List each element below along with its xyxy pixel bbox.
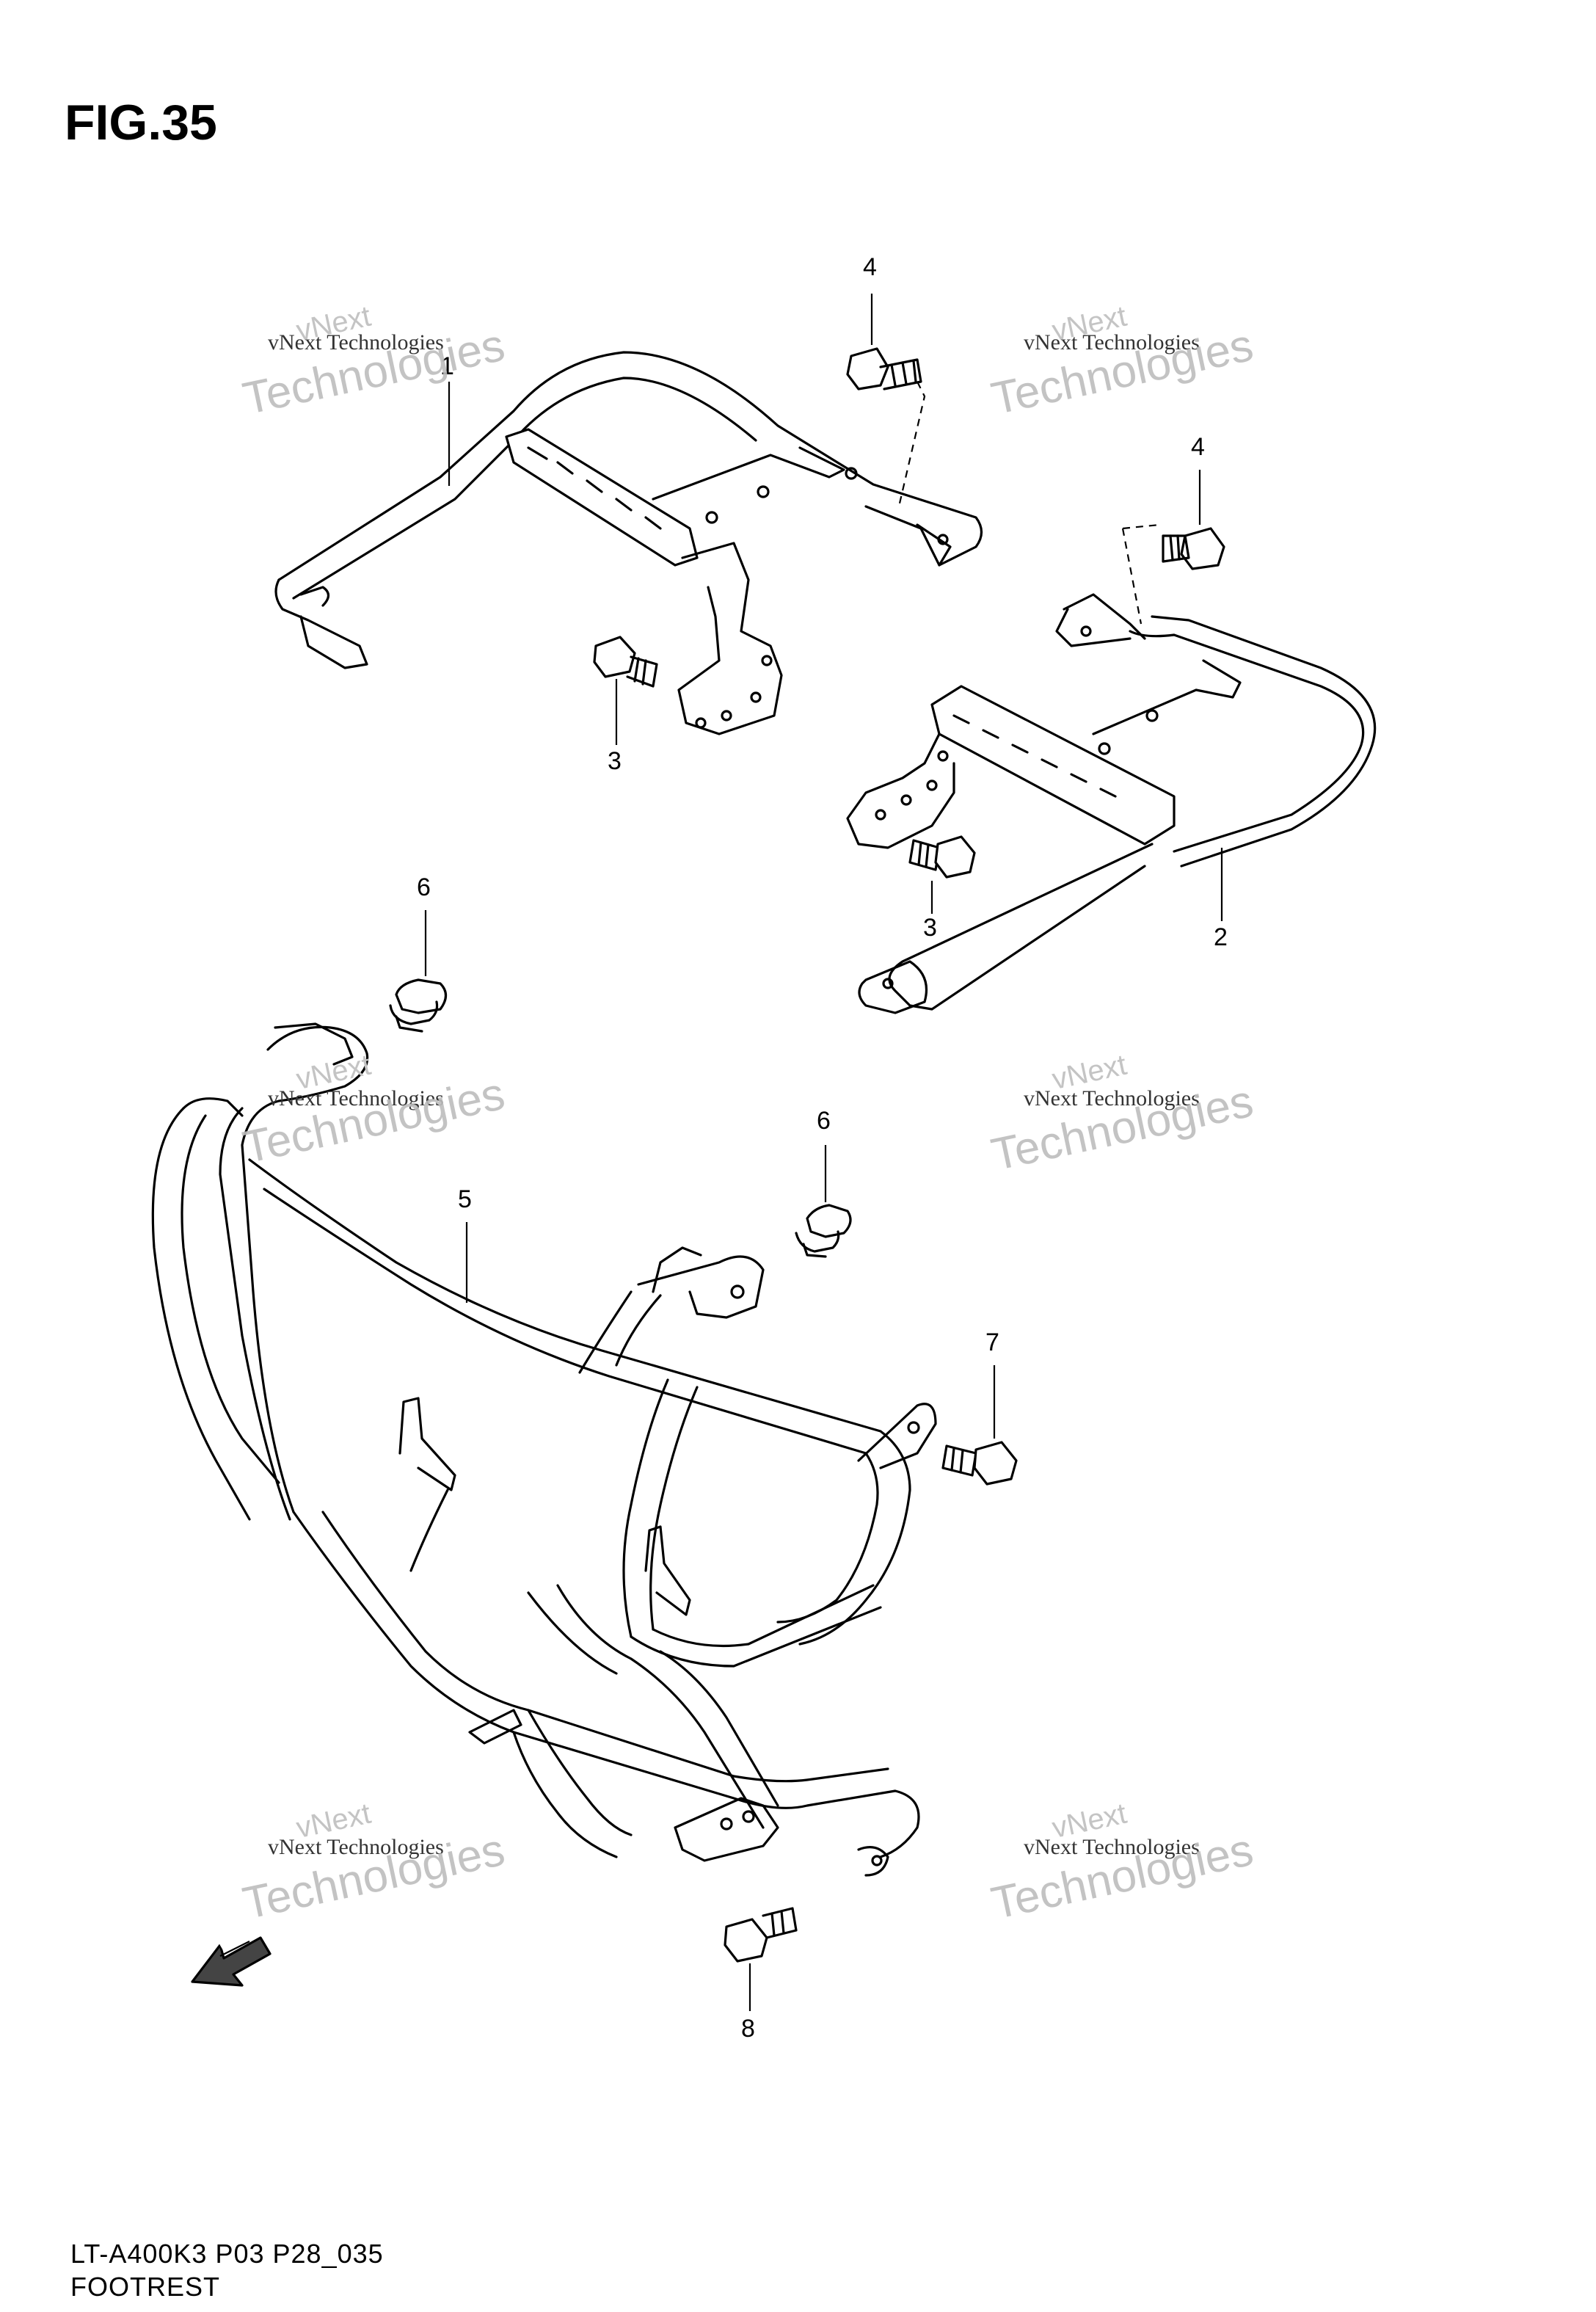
callout-7: 7	[985, 1328, 999, 1356]
bolt-3-upper	[593, 636, 658, 745]
plug-6-upper	[389, 910, 448, 1033]
watermark-line: vNext Technologies	[268, 330, 444, 355]
watermark-line: vNext Technologies	[1024, 330, 1200, 355]
plug-6-lower	[795, 1145, 852, 1258]
fwd-arrow-icon	[191, 1936, 272, 1987]
callout-3-upper: 3	[608, 747, 622, 775]
footrest-left-part-1	[274, 351, 983, 735]
bolt-4-right	[1121, 470, 1225, 625]
watermark-line: vNext Technologies	[268, 1835, 444, 1859]
footer-section-name: FOOTREST	[70, 2272, 220, 2302]
callout-6-lower: 6	[817, 1107, 831, 1135]
watermark-line: vNext Technologies	[1024, 1835, 1200, 1859]
footer-model-code: LT-A400K3 P03 P28_035	[70, 2239, 384, 2269]
watermark-line: vNext Technologies	[268, 1086, 444, 1110]
callout-5: 5	[458, 1185, 472, 1213]
footrest-right-part-2	[846, 593, 1377, 1014]
callout-8: 8	[741, 2015, 755, 2043]
callout-2: 2	[1214, 923, 1228, 951]
callout-6-upper: 6	[417, 873, 431, 901]
front-guard-part-5	[151, 1022, 937, 1877]
watermark-line: vNext Technologies	[1024, 1086, 1200, 1110]
callout-1: 1	[440, 352, 454, 380]
callout-4-right: 4	[1191, 433, 1205, 461]
bolt-7	[941, 1365, 1018, 1486]
figure-title: FIG.35	[65, 95, 217, 150]
bolt-8	[724, 1907, 798, 2011]
callout-4-upper: 4	[863, 253, 877, 281]
bolt-3-lower	[908, 835, 976, 914]
bolt-4-upper	[846, 294, 926, 507]
callout-3-lower: 3	[923, 914, 937, 942]
